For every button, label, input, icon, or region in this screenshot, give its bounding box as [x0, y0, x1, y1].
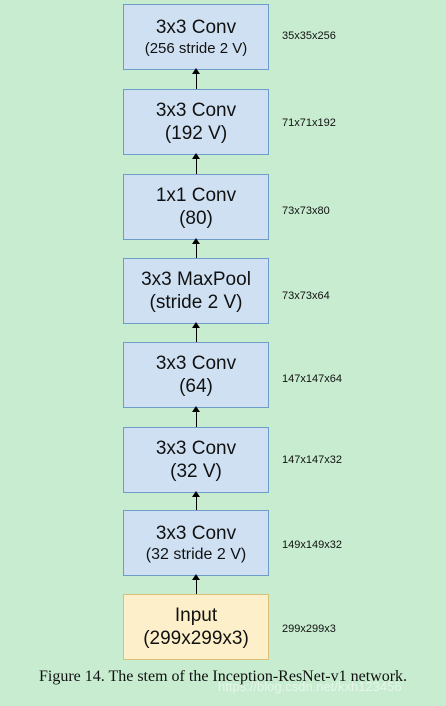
block-output-dim: 147x147x64: [282, 373, 342, 385]
block-maxpool-stride2: 3x3 MaxPool (stride 2 V): [123, 258, 269, 324]
block-output-dim: 71x71x192: [282, 117, 336, 129]
block-output-dim: 35x35x256: [282, 30, 336, 42]
block-input: Input (299x299x3): [123, 594, 269, 660]
block-conv-32v: 3x3 Conv (32 V): [123, 427, 269, 493]
flow-arrow: [192, 491, 200, 510]
block-output-dim: 73x73x80: [282, 205, 330, 217]
block-title: 3x3 Conv: [155, 16, 237, 38]
flow-arrow: [192, 153, 200, 174]
block-params: (299x299x3): [143, 628, 249, 649]
flow-arrow: [192, 68, 200, 89]
block-params: (64): [179, 376, 213, 397]
flow-arrow: [192, 238, 200, 258]
block-params: (32 V): [170, 461, 222, 482]
watermark-url: https://blog.csdn.net/kxh123456: [218, 679, 402, 694]
block-output-dim: 149x149x32: [282, 539, 342, 551]
block-params: (192 V): [164, 123, 228, 144]
block-title: 3x3 MaxPool: [141, 269, 251, 290]
block-params: (32 stride 2 V): [145, 545, 247, 563]
block-params: (stride 2 V): [149, 292, 243, 313]
block-title: 1x1 Conv: [155, 185, 237, 206]
block-conv-256-stride2: 3x3 Conv (256 stride 2 V): [123, 4, 269, 70]
block-conv-64: 3x3 Conv (64): [123, 342, 269, 408]
block-title: Input: [174, 605, 218, 626]
flow-arrow: [192, 574, 200, 594]
block-params: (256 stride 2 V): [144, 39, 248, 57]
block-title: 3x3 Conv: [155, 438, 237, 459]
block-conv-192: 3x3 Conv (192 V): [123, 89, 269, 155]
block-output-dim: 147x147x32: [282, 454, 342, 466]
block-conv-80: 1x1 Conv (80): [123, 174, 269, 240]
figure-caption: Figure 14. The stem of the Inception-Res…: [38, 668, 408, 685]
flow-arrow: [192, 406, 200, 427]
block-output-dim: 299x299x3: [282, 623, 336, 635]
block-title: 3x3 Conv: [155, 353, 237, 374]
block-conv-32-stride2: 3x3 Conv (32 stride 2 V): [123, 510, 269, 576]
block-output-dim: 73x73x64: [282, 290, 330, 302]
flow-arrow: [192, 322, 200, 342]
block-title: 3x3 Conv: [155, 100, 237, 121]
block-title: 3x3 Conv: [155, 522, 237, 544]
block-params: (80): [179, 208, 213, 229]
